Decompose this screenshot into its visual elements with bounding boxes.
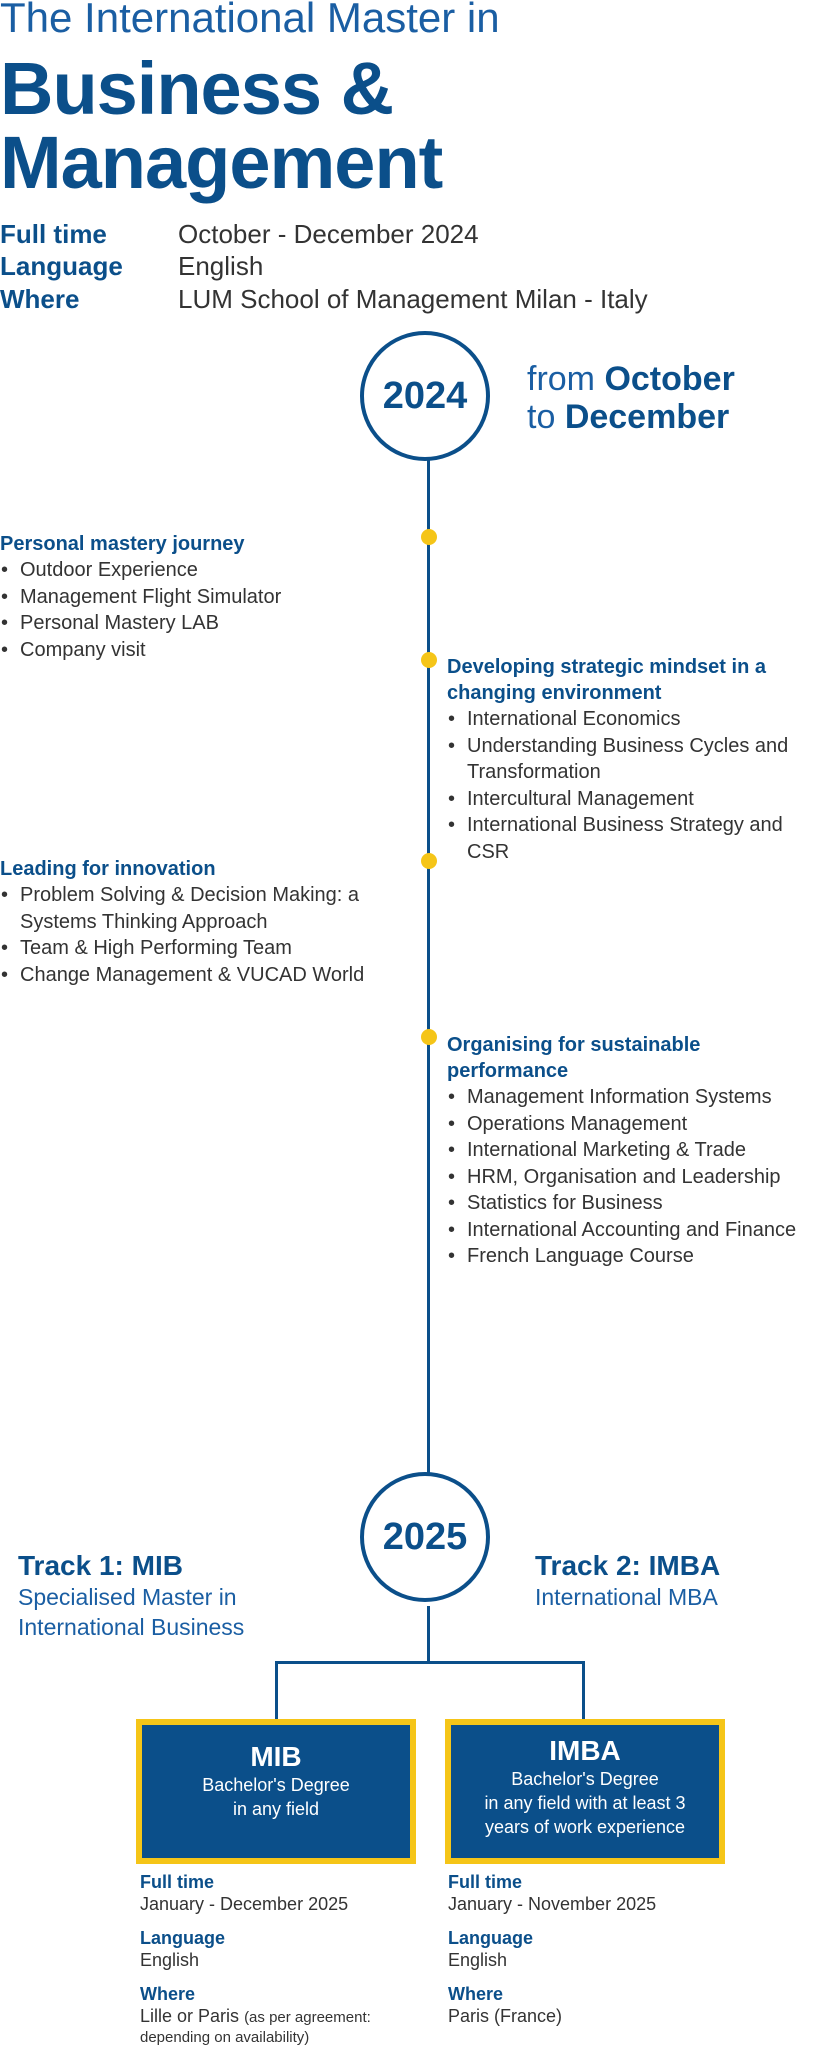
section-personal-mastery: Personal mastery journey Outdoor Experie… [0,531,400,663]
imba-language-label: Language [448,1928,534,1948]
meta-label-where: Where [0,284,80,314]
meta-label-fulltime: Full time [0,219,107,249]
track-1-title: Track 1: MIB [18,1550,183,1581]
mib-language-value: English [140,1950,200,1970]
section-strategic-mindset: Developing strategic mindset in a changi… [447,654,834,865]
imba-details: Full time January - November 2025 Langua… [448,1871,738,2027]
list-item: Management Flight Simulator [0,584,400,611]
track-1-subtitle-line-1: Specialised Master in [18,1584,237,1610]
list-item: HRM, Organisation and Leadership [447,1164,834,1191]
mib-where-note-line-1: (as per agreement: [244,2009,371,2026]
year-2024-circle: 2024 [360,331,490,461]
list-item: Management Information Systems [447,1084,834,1111]
section-title: Personal mastery journey [0,533,245,555]
list-item: French Language Course [447,1243,834,1270]
section-leading-innovation: Leading for innovation Problem Solving &… [0,856,410,988]
imba-card-desc-line-1: Bachelor's Degree [511,1769,659,1789]
section-title: Developing strategic mindset in a changi… [447,656,766,704]
list-item: Company visit [0,637,400,664]
imba-card: IMBA Bachelor's Degree in any field with… [445,1719,725,1864]
imba-fulltime-value: January - November 2025 [448,1894,657,1914]
period-start: October [604,360,735,398]
imba-where-label: Where [448,1984,504,2004]
mib-fulltime-label: Full time [140,1872,215,1892]
mib-card-desc-line-2: in any field [232,1799,320,1819]
list-item: International Marketing & Trade [447,1137,834,1164]
mib-card: MIB Bachelor's Degree in any field [136,1719,416,1864]
list-item: Intercultural Management [447,786,827,813]
period-end: December [564,398,730,436]
timeline-dot-1 [421,529,437,545]
list-item: Understanding Business Cycles and Transf… [447,733,827,786]
track-1-subtitle-line-2: International Business [18,1614,245,1640]
imba-language-value: English [448,1950,508,1970]
list-item: Problem Solving & Decision Making: a Sys… [0,882,400,935]
section-title: Organising for sustainable performance [447,1034,701,1082]
connector-stem [427,1606,430,1663]
connector-left [275,1661,278,1721]
track-2-title: Track 2: IMBA [535,1550,721,1581]
section-title: Leading for innovation [0,858,216,880]
list-item: International Business Strategy and CSR [447,812,827,865]
imba-card-desc-line-3: years of work experience [484,1817,686,1837]
mib-where-note-line-2: depending on availability) [140,2029,310,2046]
connector-right [582,1661,585,1721]
list-item: International Accounting and Finance [447,1217,834,1244]
connector-branch [275,1661,585,1664]
list-item: International Economics [447,706,827,733]
mib-card-title: MIB [250,1741,302,1772]
mib-fulltime-value: January - December 2025 [140,1894,349,1914]
imba-card-title: IMBA [549,1735,621,1766]
imba-card-desc-line-2: in any field with at least 3 [484,1793,686,1813]
imba-fulltime-label: Full time [448,1872,523,1892]
imba-where-value: Paris (France) [448,2006,563,2026]
list-item: Outdoor Experience [0,557,400,584]
meta-value-fulltime: October - December 2024 [178,219,479,249]
track-2-heading: Track 2: IMBA International MBA [535,1550,720,1612]
timeline-dot-3 [421,853,437,869]
timeline-line [427,460,430,1474]
mib-where-label: Where [140,1984,196,2004]
section-sustainable-performance: Organising for sustainable performance M… [447,1032,834,1270]
list-item: Personal Mastery LAB [0,610,400,637]
period-text: from October to December [527,360,735,436]
mib-details: Full time January - December 2025 Langua… [140,1871,430,2047]
list-item: Team & High Performing Team [0,935,400,962]
track-2-subtitle-line-1: International MBA [535,1584,718,1610]
period-from: from [527,360,595,398]
list-item: Statistics for Business [447,1190,834,1217]
title-line-1: The International Master in [0,0,500,41]
list-item: Operations Management [447,1111,834,1138]
mib-card-desc-line-1: Bachelor's Degree [202,1775,350,1795]
year-2025-label: 2025 [382,1515,468,1558]
track-1-heading: Track 1: MIB Specialised Master in Inter… [18,1550,244,1642]
title-line-3: Management [0,121,443,204]
year-2025-circle: 2025 [360,1472,490,1602]
list-item: Change Management & VUCAD World [0,962,400,989]
mib-language-label: Language [140,1928,226,1948]
meta-value-where: LUM School of Management Milan - Italy [178,284,648,314]
mib-where-value-line: Lille or Paris (as per agreement: [140,2005,430,2029]
mib-where-value: Lille or Paris [140,2006,240,2026]
meta-label-language: Language [0,251,123,281]
timeline-dot-4 [421,1029,437,1045]
meta-value-language: English [178,251,264,281]
period-to: to [527,398,556,436]
timeline-dot-2 [421,652,437,668]
title-line-2: Business & [0,47,394,130]
year-2024-label: 2024 [382,374,468,417]
